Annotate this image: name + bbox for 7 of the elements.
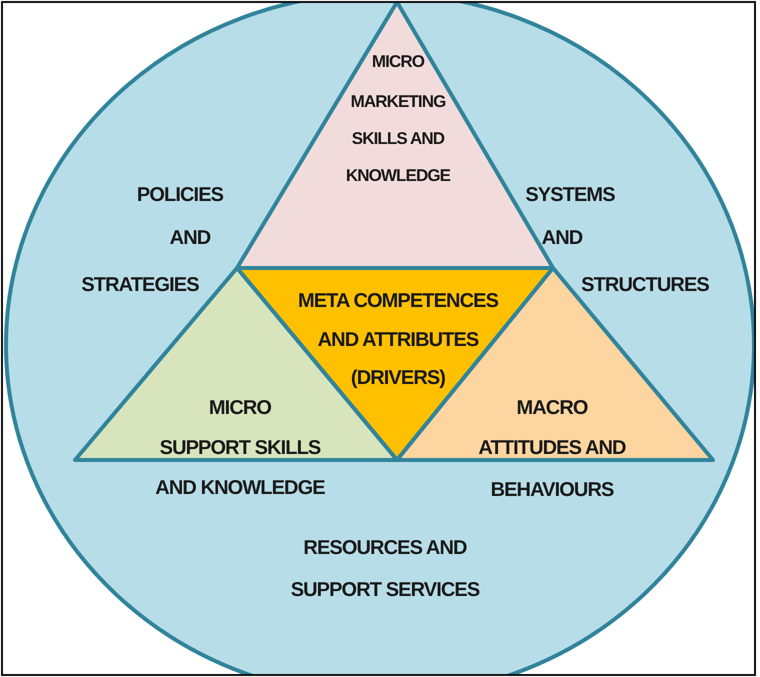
label-text: MICRO MARKETING SKILLS AND KNOWLEDGE <box>346 51 450 187</box>
label-text: MICRO SUPPORT SKILLS AND KNOWLEDGE <box>155 396 325 501</box>
label-text: META COMPETENCES AND ATTRIBUTES (DRIVERS) <box>298 289 498 391</box>
label-text: MACRO ATTITUDES AND BEHAVIOURS <box>478 396 626 503</box>
label-text: RESOURCES AND SUPPORT SERVICES <box>290 536 480 603</box>
label-text: POLICIES AND STRATEGIES <box>81 183 224 298</box>
label-text: SYSTEMS AND STRUCTURES <box>525 183 709 298</box>
